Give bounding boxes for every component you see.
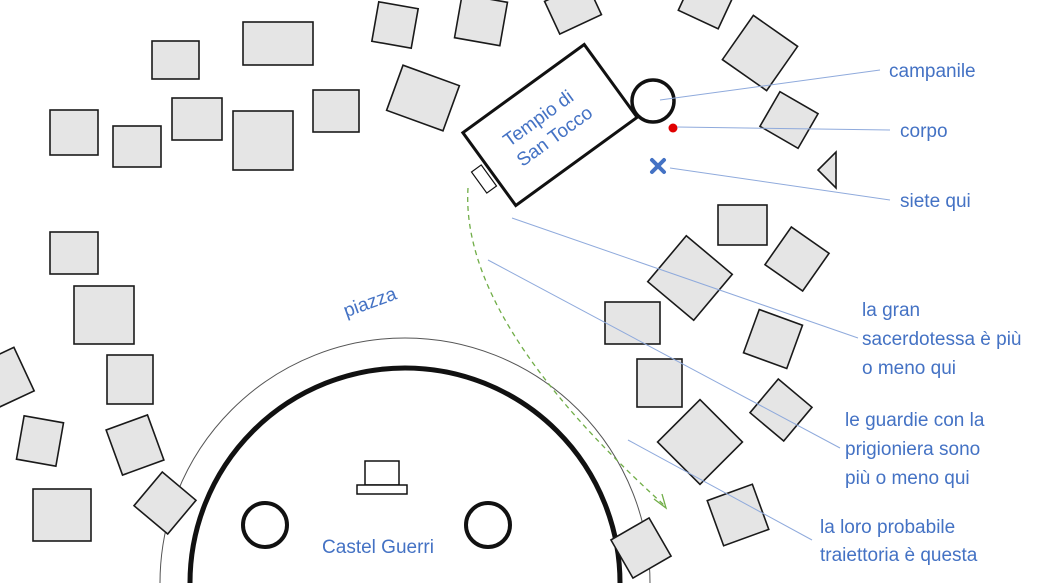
body-marker — [668, 123, 678, 133]
probable-path-arrow — [467, 187, 665, 506]
building — [609, 516, 673, 580]
castle-tower-left — [241, 501, 289, 549]
temple-body — [460, 42, 640, 208]
label-guards-line-2: prigioniera sono — [845, 439, 980, 460]
building — [0, 346, 36, 410]
castle-wall — [187, 365, 623, 583]
building — [385, 64, 461, 132]
building — [32, 488, 92, 542]
label-priestess-line-3: o meno qui — [862, 358, 956, 379]
building — [370, 0, 420, 50]
building — [49, 231, 99, 275]
building — [656, 398, 744, 486]
building — [106, 354, 154, 405]
building — [105, 413, 165, 477]
building — [49, 109, 99, 156]
building — [112, 125, 162, 168]
building — [73, 285, 135, 345]
building — [543, 0, 603, 36]
castle-gate — [356, 484, 408, 495]
label-siete-qui: siete qui — [900, 191, 971, 212]
temple: Tempio di San Tocco — [460, 42, 676, 208]
building — [15, 414, 65, 468]
building — [748, 377, 814, 443]
path-arrowhead — [653, 493, 668, 510]
building — [763, 225, 831, 293]
building — [706, 483, 770, 547]
label-campanile: campanile — [889, 61, 976, 82]
you-are-here-marker — [650, 158, 666, 174]
building — [721, 14, 799, 92]
building — [717, 204, 768, 246]
building — [232, 110, 294, 171]
building — [646, 234, 734, 322]
leader-line-guards — [487, 259, 841, 449]
building — [816, 150, 837, 190]
buildings — [0, 0, 837, 580]
building — [132, 470, 198, 536]
building — [677, 0, 733, 30]
leader-line-corpo — [676, 126, 891, 131]
label-corpo: corpo — [900, 121, 948, 142]
label-priestess-line-2: sacerdotessa è più — [862, 329, 1022, 350]
label-guards: le guardie con la prigioniera sono più o… — [845, 410, 990, 489]
building — [453, 0, 509, 47]
building — [636, 358, 683, 408]
building — [151, 40, 200, 80]
bell-tower-circle — [630, 78, 676, 124]
castle-tower-right — [464, 501, 512, 549]
building — [742, 308, 804, 370]
building — [758, 90, 820, 150]
leader-line-path — [627, 439, 813, 541]
castle-gatehouse — [364, 460, 400, 486]
building — [171, 97, 223, 141]
label-guards-line-3: più o meno qui — [845, 468, 970, 489]
castle-outer-ring — [159, 337, 651, 583]
building — [242, 21, 314, 66]
leader-line-campanile — [659, 69, 881, 101]
label-priestess: la gran sacerdotessa è più o meno qui — [862, 300, 1027, 379]
label-path-line-1: la loro probabile — [820, 517, 955, 538]
label-path: la loro probabile traiettoria è questa — [820, 517, 978, 566]
temple-door — [470, 164, 498, 194]
square-label: piazza — [341, 283, 400, 322]
building — [312, 89, 360, 133]
leader-line-siete-qui — [669, 167, 891, 201]
leader-line-priestess — [511, 217, 859, 339]
label-guards-line-1: le guardie con la — [845, 410, 985, 431]
label-priestess-line-1: la gran — [862, 300, 920, 321]
label-path-line-2: traiettoria è questa — [820, 545, 978, 566]
castle-label: Castel Guerri — [322, 537, 434, 558]
